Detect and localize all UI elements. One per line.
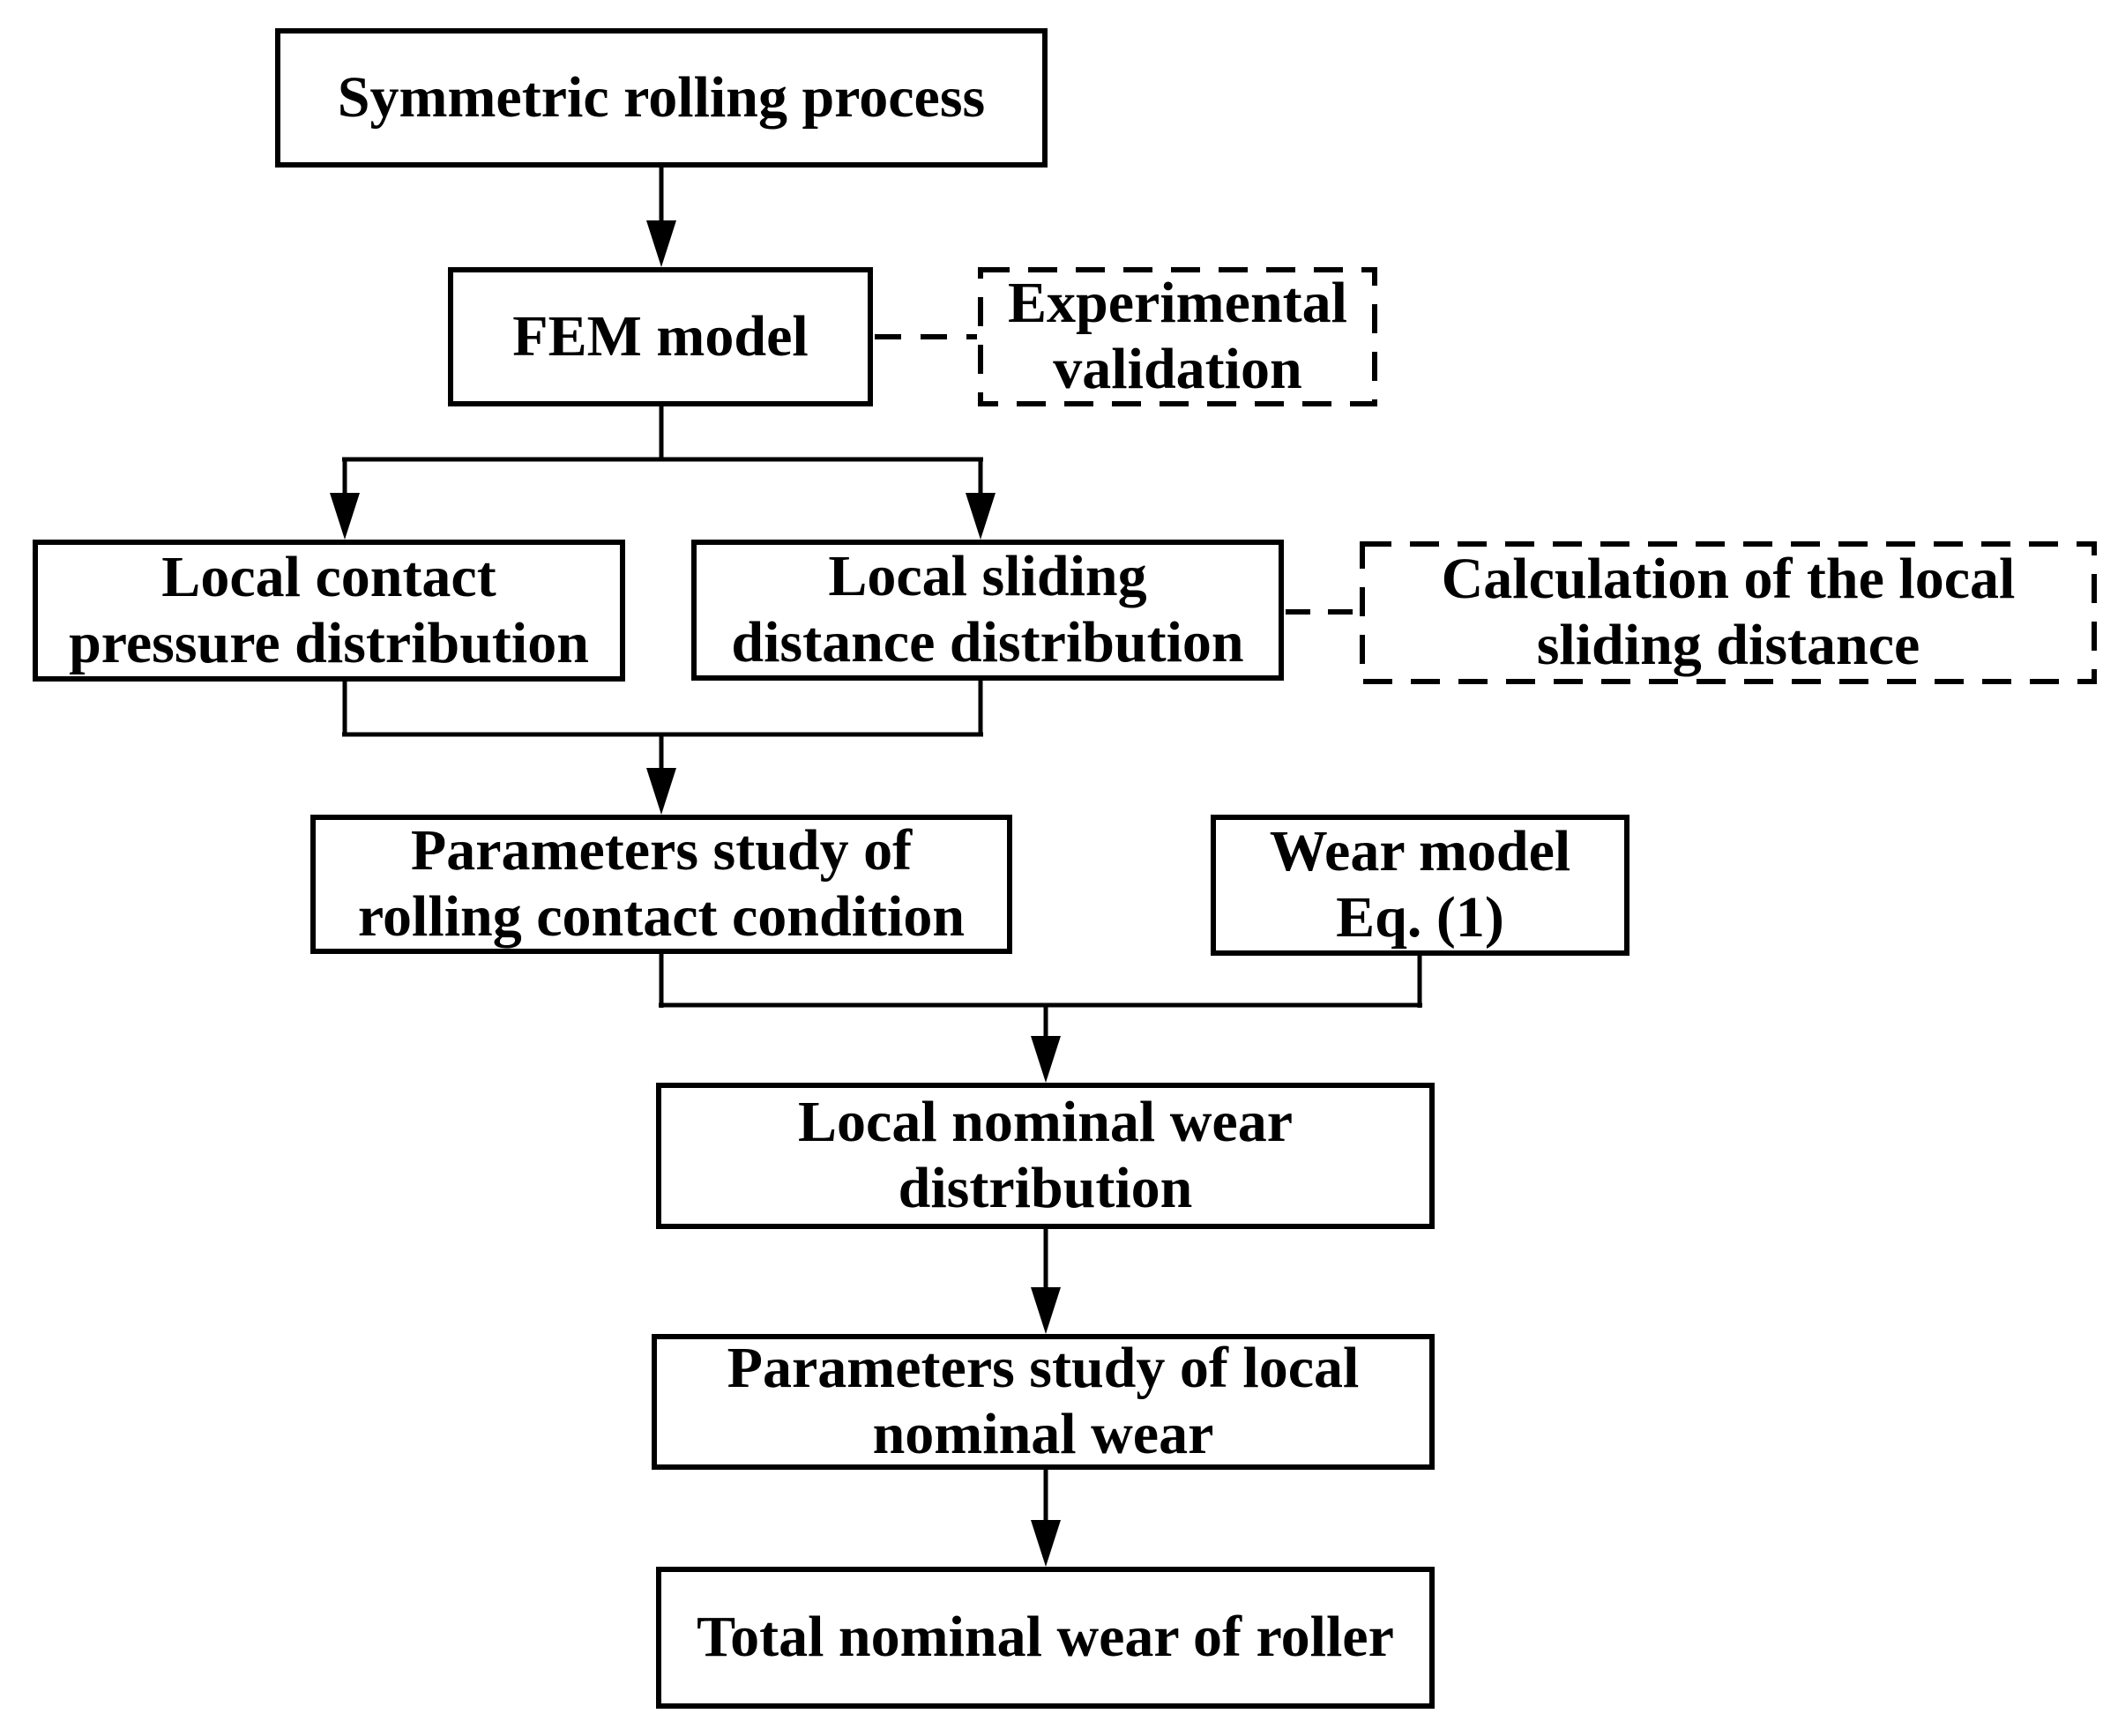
node-wear-model-eq-1: Wear model Eq. (1) — [1211, 815, 1629, 956]
node-label-line: sliding distance — [1536, 613, 1920, 677]
node-experimental-validation: Experimental validation — [978, 267, 1377, 406]
node-label-line: Local nominal wear — [798, 1090, 1293, 1155]
node-label-line: Total nominal wear of roller — [697, 1605, 1394, 1670]
node-total-nominal-wear-of-roller: Total nominal wear of roller — [656, 1567, 1435, 1709]
node-label-line: Experimental — [1008, 271, 1347, 336]
node-parameters-study-of-local-nominal-wear: Parameters study of local nominal wear — [652, 1334, 1435, 1470]
node-label-line: Parameters study of local — [727, 1336, 1360, 1401]
edge-merge-to-parameters-arrowhead — [646, 768, 676, 815]
node-label-line: rolling contact condition — [357, 884, 966, 949]
edge-merge-to-wear-arrowhead — [1031, 1036, 1061, 1083]
node-label-line: Parameters study of — [410, 818, 913, 883]
edge-study-to-total-arrowhead — [1031, 1520, 1061, 1567]
node-label-line: Eq. (1) — [1336, 885, 1504, 950]
edge-wear-to-study-arrowhead — [1031, 1287, 1061, 1334]
edge-branch-right-arrowhead — [966, 493, 996, 540]
edge-rolling-to-fem-arrowhead — [646, 220, 676, 267]
node-calculation-of-the-local-sliding-distance: Calculation of the local sliding distanc… — [1360, 541, 2097, 684]
node-local-sliding-distance-distribution: Local sliding distance distribution — [691, 540, 1284, 681]
node-label-line: validation — [1053, 337, 1302, 401]
node-local-nominal-wear-distribution: Local nominal wear distribution — [656, 1083, 1435, 1229]
node-label-line: distance distribution — [731, 610, 1244, 674]
dashed-box-calculation-sliding-distance — [1360, 541, 2097, 684]
edge-branch-left-arrowhead — [330, 493, 360, 540]
node-label-line: Local sliding — [828, 544, 1147, 609]
node-label-line: Calculation of the local — [1441, 547, 2016, 612]
node-label-line: pressure distribution — [69, 610, 589, 675]
node-label-line: FEM model — [512, 303, 809, 369]
dashed-box-experimental-validation — [978, 267, 1377, 406]
node-label-line: nominal wear — [872, 1402, 1214, 1466]
node-label-line: Symmetric rolling process — [337, 64, 986, 130]
node-symmetric-rolling-process: Symmetric rolling process — [275, 28, 1048, 168]
node-label-line: distribution — [898, 1156, 1193, 1220]
node-parameters-study-of-rolling-contact-condition: Parameters study of rolling contact cond… — [310, 815, 1012, 954]
node-fem-model: FEM model — [448, 267, 873, 406]
node-label-line: Wear model — [1269, 819, 1571, 884]
node-local-contact-pressure-distribution: Local contact pressure distribution — [33, 540, 625, 682]
node-label-line: Local contact — [161, 544, 496, 609]
